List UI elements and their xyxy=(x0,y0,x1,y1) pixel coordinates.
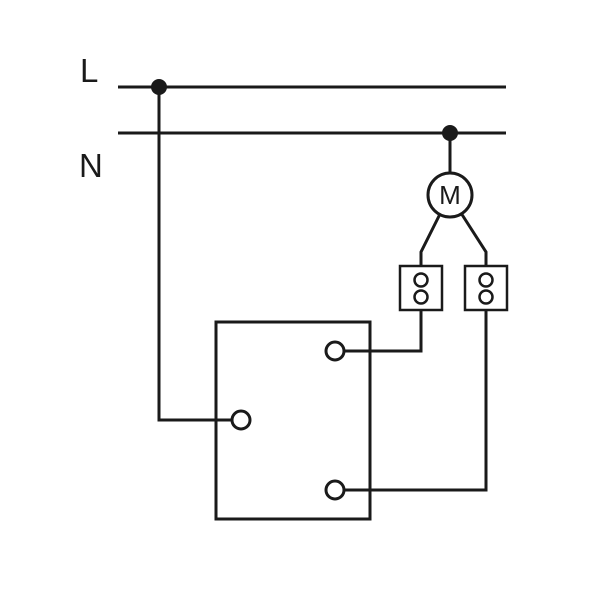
terminal-left-bottom xyxy=(413,289,429,305)
switch-terminal-left xyxy=(230,409,252,431)
live-to-switch-wire xyxy=(157,87,232,422)
motor-lead-right-wire xyxy=(459,212,488,266)
motor-label: M xyxy=(439,180,461,210)
switch-terminal-bottom-right xyxy=(324,479,346,501)
motor-circle xyxy=(426,171,474,219)
terminal-right-bottom xyxy=(478,289,494,305)
motor-lead-left-wire xyxy=(419,213,442,266)
switch-terminal-top-right xyxy=(324,340,346,362)
terminal-left-top xyxy=(413,272,429,288)
switch-box xyxy=(214,320,372,521)
neutral-line-label: N xyxy=(79,147,103,184)
terminal-right-top xyxy=(478,272,494,288)
left-block-to-switch-wire xyxy=(344,310,423,353)
live-line-label: L xyxy=(80,52,98,89)
right-block-to-switch-wire xyxy=(344,310,488,492)
live-junction-dot xyxy=(151,79,167,95)
neutral-junction-dot xyxy=(442,125,458,141)
